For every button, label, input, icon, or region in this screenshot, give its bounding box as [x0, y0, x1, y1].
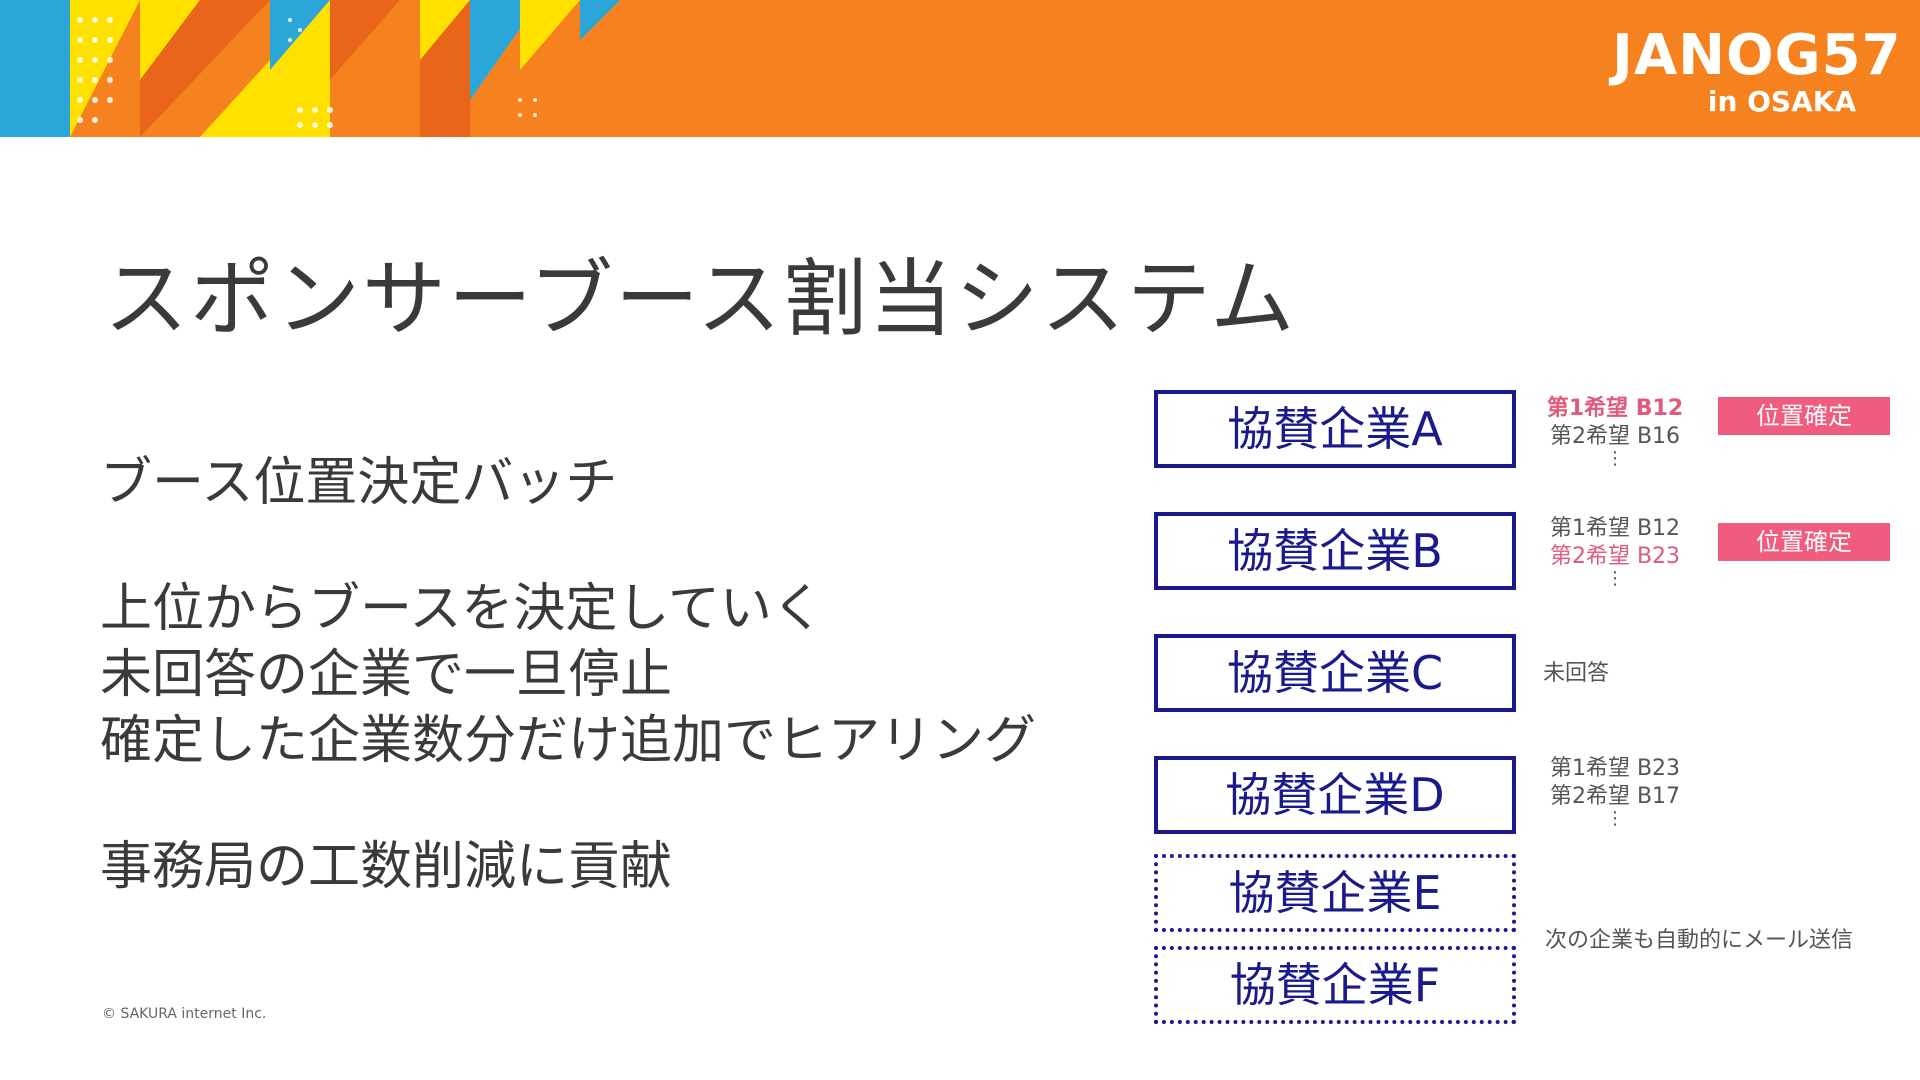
- sponsor-a-choices: 第1希望 B12 第2希望 B16 ⋮: [1540, 395, 1690, 469]
- sponsor-box-f: 協賛企業F: [1154, 946, 1516, 1024]
- slide-title: スポンサーブース割当システム: [104, 250, 1297, 348]
- sponsor-box-e: 協賛企業E: [1154, 854, 1516, 932]
- sponsor-a-choice-1: 第1希望 B12: [1546, 396, 1684, 421]
- body-heading: ブース位置決定バッチ: [100, 453, 618, 513]
- sponsor-box-d: 協賛企業D: [1154, 756, 1516, 834]
- sponsor-b-choices: 第1希望 B12 第2希望 B23 ⋮: [1540, 515, 1690, 589]
- body-text: ブース位置決定バッチ 上位からブースを決定していく 未回答の企業で一旦停止 確定…: [100, 450, 1100, 900]
- sponsor-b-choice-2: 第2希望 B23: [1549, 544, 1681, 569]
- sponsor-d-choice-2: 第2希望 B17: [1549, 784, 1681, 809]
- body-line-2: 未回答の企業で一旦停止: [100, 645, 673, 705]
- copyright-footer: © SAKURA internet Inc.: [102, 1006, 267, 1022]
- janog-logo: JANOG57 in OSAKA: [1612, 23, 1902, 121]
- sponsor-box-a: 協賛企業A: [1154, 390, 1516, 468]
- sponsor-a-choice-2: 第2希望 B16: [1549, 424, 1681, 449]
- banner-pattern: [0, 0, 620, 137]
- sponsor-d-choices: 第1希望 B23 第2希望 B17 ⋮: [1540, 755, 1690, 829]
- sponsor-box-b: 協賛企業B: [1154, 512, 1516, 590]
- logo-main-text: JANOG57: [1612, 23, 1902, 88]
- status-badge-b: 位置確定: [1718, 523, 1890, 561]
- status-badge-a: 位置確定: [1718, 397, 1890, 435]
- sponsor-b-choice-1: 第1希望 B12: [1549, 516, 1681, 541]
- sponsor-d-choice-1: 第1希望 B23: [1549, 756, 1681, 781]
- body-line-3: 確定した企業数分だけ追加でヒアリング: [100, 711, 1037, 771]
- more-dots: ⋮: [1606, 568, 1624, 589]
- sponsor-c-note: 未回答: [1543, 661, 1610, 686]
- more-dots: ⋮: [1606, 448, 1624, 469]
- body-conclusion: 事務局の工数削減に貢献: [100, 837, 673, 897]
- body-line-1: 上位からブースを決定していく: [100, 579, 824, 639]
- more-dots: ⋮: [1606, 808, 1624, 829]
- auto-mail-note: 次の企業も自動的にメール送信: [1545, 928, 1854, 953]
- sponsor-box-c: 協賛企業C: [1154, 634, 1516, 712]
- header-banner: JANOG57 in OSAKA: [0, 0, 1920, 137]
- logo-sub-text: in OSAKA: [1707, 85, 1857, 118]
